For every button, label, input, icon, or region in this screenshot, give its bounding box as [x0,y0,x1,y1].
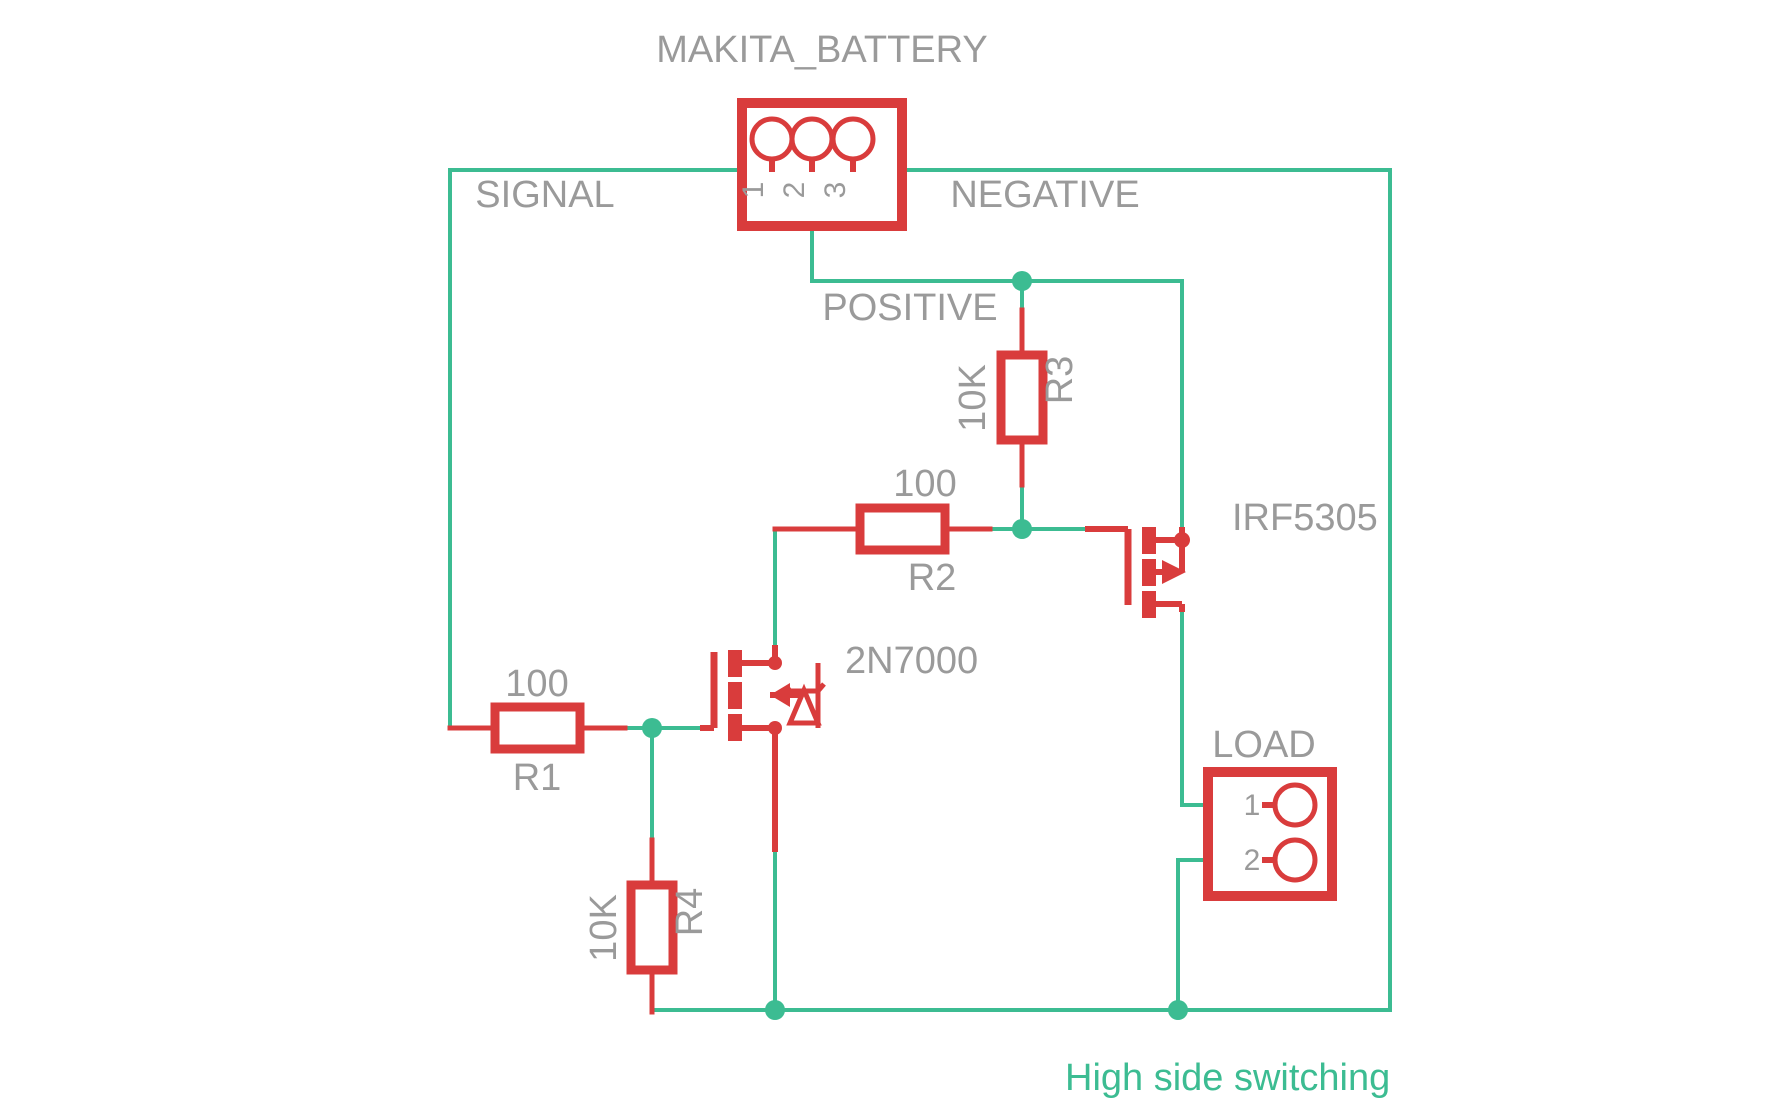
r1-value-label: 100 [505,663,568,705]
q2-source-junction-dot [1174,532,1190,548]
transistor-q1-2n7000[interactable]: 2N7000 [700,640,978,852]
r4-designator-label: R4 [669,888,711,937]
battery-pin1-circle[interactable] [749,116,795,162]
q1-channel-seg-source [728,714,742,741]
r2-designator-label: R2 [908,557,957,599]
r3-value-label: 10K [952,364,994,432]
r4-value-label: 10K [583,894,625,962]
junction-rail-q1 [765,1000,785,1020]
sheet-caption: High side switching [1065,1057,1390,1099]
battery-pin2-circle[interactable] [789,116,835,162]
q1-channel-seg-drain [728,650,742,677]
battery-pin3-circle[interactable] [830,116,876,162]
net-label-negative: NEGATIVE [950,174,1139,216]
r3-designator-label: R3 [1039,356,1081,405]
junction-positive [1012,271,1032,291]
net-label-signal: SIGNAL [475,174,614,216]
load-pin2-number: 2 [1244,844,1261,877]
q1-zener-diode-icon [786,683,822,726]
junction-r1-r4 [642,718,662,738]
q2-body-arrow-icon [1162,560,1186,584]
q1-drain-junction-dot [768,656,782,670]
battery-pin2-number: 2 [778,182,811,199]
resistor-r3[interactable]: 10K R3 [952,350,1081,445]
r3-body [996,350,1048,445]
q1-source-junction-dot [768,721,782,735]
junction-rail-load [1168,1000,1188,1020]
wire-positive-right [1020,279,1184,531]
battery-pin3-number: 3 [819,182,852,199]
q2-channel-seg-source [1142,527,1156,554]
junction-gate-node [1012,519,1032,539]
load-pin2-circle[interactable] [1272,837,1318,883]
r2-value-label: 100 [893,463,956,505]
load-pin1-number: 1 [1244,789,1261,822]
transistor-q2-irf5305[interactable]: IRF5305 [1085,497,1378,618]
net-labels-layer: SIGNAL NEGATIVE POSITIVE [475,174,1139,329]
q1-body-arrow-icon [770,683,790,707]
q2-channel-seg-drain [1142,591,1156,618]
load-connector-body [1203,767,1337,901]
q1-channel-seg-body [728,682,742,709]
battery-connector[interactable]: 1 2 3 MAKITA_BATTERY [656,29,988,231]
battery-pin1-number: 1 [737,182,770,199]
resistor-r2[interactable]: 100 R2 [855,463,957,599]
r1-designator-label: R1 [513,757,562,799]
load-connector[interactable]: 1 2 LOAD [1203,724,1337,901]
junction-dots-layer [642,271,1188,1020]
load-connector-title: LOAD [1212,724,1315,766]
r2-body [855,503,950,555]
wire-signal [448,168,770,730]
r1-body [490,702,585,754]
q1-part-label: 2N7000 [845,640,978,682]
q2-part-label: IRF5305 [1232,497,1378,539]
q2-channel-seg-body [1142,559,1156,586]
battery-connector-title: MAKITA_BATTERY [656,29,988,71]
wire-negative [853,168,1392,1012]
q1-zener-bar-icon [784,682,826,694]
r4-body [626,880,678,975]
resistor-r4[interactable]: 10K R4 [583,880,711,975]
load-pin1-circle[interactable] [1272,782,1318,828]
pin-stubs-layer [447,307,1025,1015]
net-label-positive: POSITIVE [822,287,997,329]
resistor-r1[interactable]: 100 R1 [490,663,585,799]
